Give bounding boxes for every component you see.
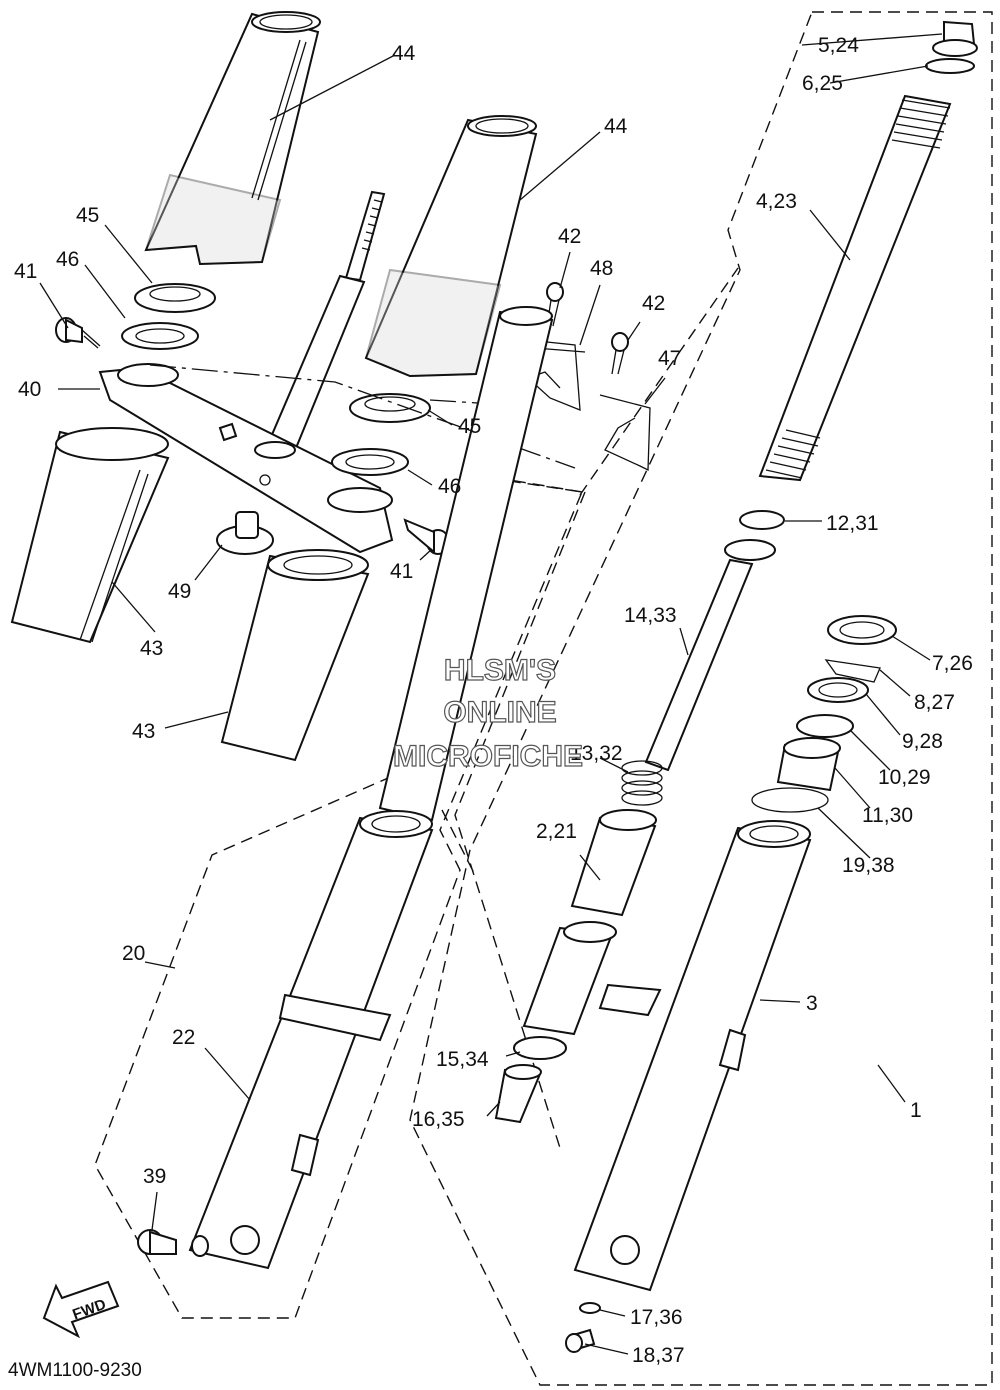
- watermark-line-3: MICROFICHE: [393, 740, 583, 773]
- fwd-arrow-icon: FWD: [42, 1280, 120, 1339]
- callout-8-27: 8,27: [914, 691, 955, 714]
- bolt-41-lower: [403, 518, 450, 555]
- assembly-20-boundary: [94, 477, 583, 1319]
- callout-1: 1: [910, 1099, 922, 1122]
- callout-7-26: 7,26: [932, 652, 973, 675]
- cylinder-2: [570, 809, 657, 917]
- callout-22: 22: [172, 1026, 195, 1049]
- leader-lines: [39, 33, 943, 1355]
- o-ring-6: [925, 58, 975, 74]
- bracket-47: [599, 394, 651, 472]
- callout-3: 3: [806, 992, 818, 1015]
- callout-14-33: 14,33: [624, 604, 677, 627]
- washer-17: [579, 1302, 601, 1314]
- callout-2-21: 2,21: [536, 820, 577, 843]
- callout-9-28: 9,28: [902, 730, 943, 753]
- bolt-18: [565, 1328, 596, 1353]
- lower-cover-right: [220, 549, 370, 762]
- dust-seal-7: [827, 615, 897, 645]
- callout-12-31: 12,31: [826, 512, 879, 535]
- bolt-39: [137, 1229, 209, 1257]
- callout-13-32: 13,32: [570, 742, 623, 765]
- watermark-line-2: ONLINE: [443, 696, 556, 729]
- cylinder-lower: [522, 921, 617, 1036]
- lower-cover-left: [10, 427, 170, 644]
- upper-cover-left: [144, 11, 321, 266]
- under-bracket: [98, 363, 394, 554]
- callout-41-lower: 41: [390, 560, 413, 583]
- cap-bolt-5: [932, 20, 978, 57]
- bolt-42-a: [546, 282, 564, 327]
- callout-44-right: 44: [604, 115, 628, 138]
- callout-20: 20: [122, 942, 145, 965]
- callout-10-29: 10,29: [878, 766, 931, 789]
- callout-44-left: 44: [392, 42, 416, 65]
- callout-41-upper: 41: [14, 260, 37, 283]
- oil-seal-45-right: [349, 393, 431, 423]
- callout-48: 48: [590, 257, 613, 280]
- callout-43-right: 43: [132, 720, 155, 743]
- callout-46-left: 46: [56, 248, 79, 271]
- washer-46-right: [331, 448, 409, 476]
- damper-rod-14: [644, 539, 776, 772]
- callout-46-right: 46: [438, 475, 461, 498]
- washer-10: [796, 714, 854, 738]
- inner-tube: [378, 306, 554, 822]
- callout-15-34: 15,34: [436, 1048, 489, 1071]
- washer-46-left: [121, 322, 199, 350]
- callout-11-30: 11,30: [862, 804, 913, 827]
- callout-18-37: 18,37: [632, 1344, 685, 1367]
- callout-45-right: 45: [458, 415, 481, 438]
- callout-47: 47: [658, 347, 681, 370]
- assembly-1-boundary: [409, 11, 993, 1386]
- callout-39: 39: [143, 1165, 166, 1188]
- callout-19-38: 19,38: [842, 854, 895, 877]
- callout-5-24: 5,24: [818, 34, 859, 57]
- seal-15: [513, 1036, 567, 1060]
- upper-cover-right: [364, 115, 538, 378]
- bolt-41-upper: [55, 317, 101, 349]
- watermark-line-1: HLSM'S: [444, 654, 556, 687]
- diagram-code: 4WM1100-9230: [8, 1360, 142, 1381]
- o-ring-19: [751, 787, 829, 813]
- callout-42-a: 42: [558, 225, 581, 248]
- watermark: HLSM'S ONLINE MICROFICHE: [392, 653, 583, 773]
- clip-8: [824, 659, 881, 683]
- callout-40: 40: [18, 378, 41, 401]
- callout-16-35: 16,35: [412, 1108, 465, 1131]
- rebound-spring-13: [621, 760, 663, 806]
- callout-17-36: 17,36: [630, 1306, 683, 1329]
- piece-16: [494, 1064, 542, 1124]
- callout-42-b: 42: [642, 292, 665, 315]
- fork-spring-4: [758, 94, 952, 482]
- callout-43-left: 43: [140, 637, 163, 660]
- cable-guide-49: [216, 511, 274, 555]
- guide-bush-11: [776, 737, 841, 792]
- seal-12: [739, 510, 785, 530]
- callout-45-left: 45: [76, 204, 99, 227]
- callout-49: 49: [168, 580, 191, 603]
- oil-seal-9: [807, 677, 869, 703]
- oil-seal-45-left: [134, 283, 216, 313]
- callout-4-23: 4,23: [756, 190, 797, 213]
- outer-tube-3: [573, 820, 812, 1292]
- callout-6-25: 6,25: [802, 72, 843, 95]
- bolt-42-b: [611, 332, 629, 375]
- outer-tube-22: [188, 810, 434, 1270]
